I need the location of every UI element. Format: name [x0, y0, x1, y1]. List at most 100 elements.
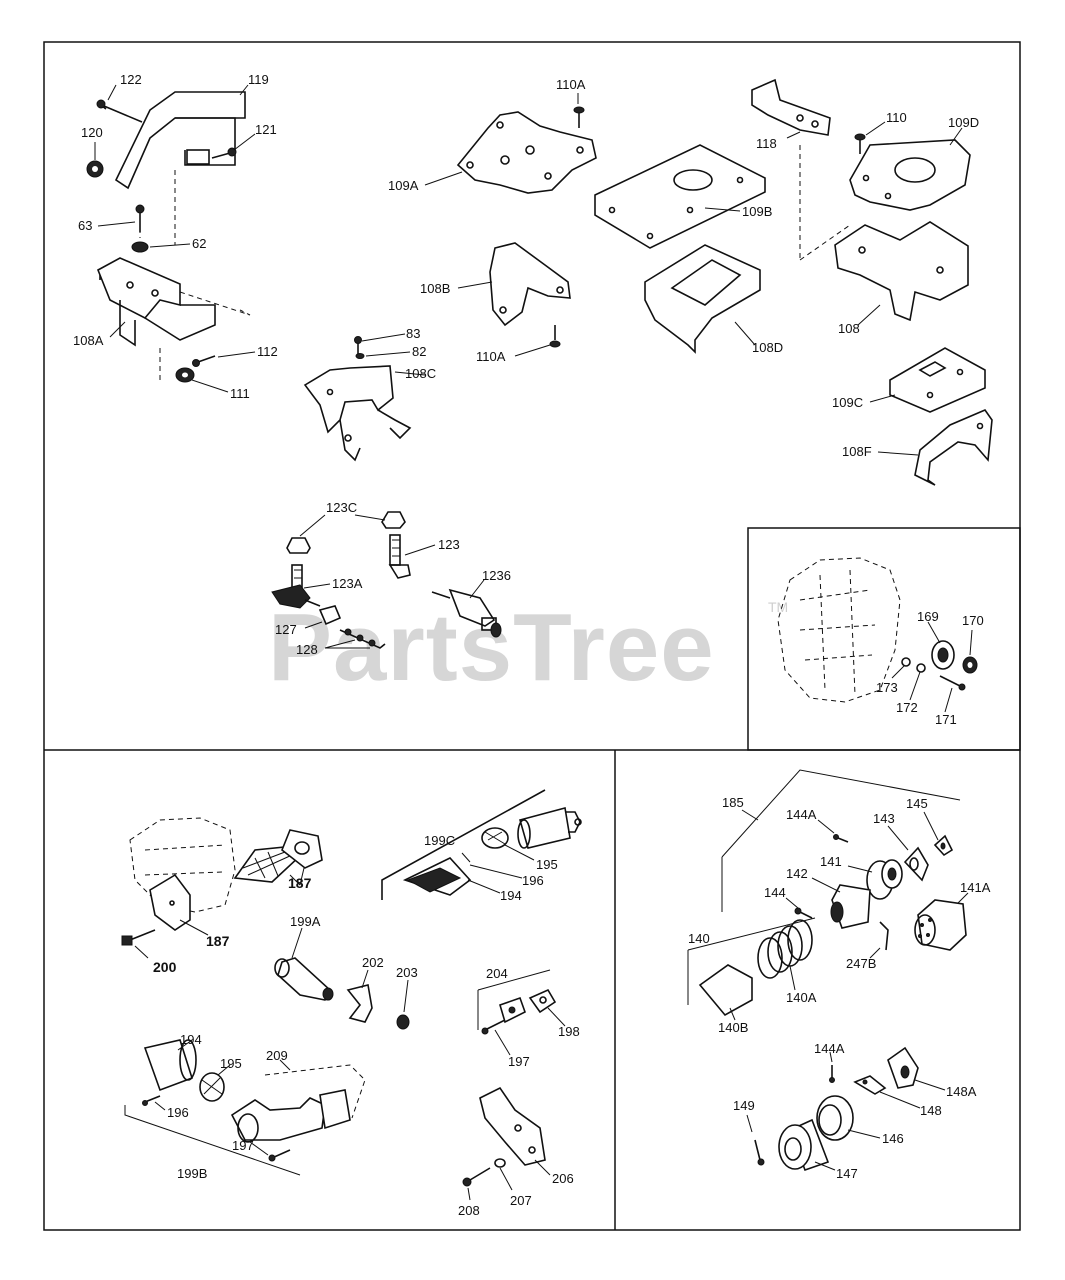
part-143-gasket: [903, 846, 929, 882]
label-196-bottom: 196: [167, 1105, 189, 1120]
part-121-screw: [211, 147, 237, 159]
label-172: 172: [896, 700, 918, 715]
label-173: 173: [876, 680, 898, 695]
label-195-bottom: 195: [220, 1056, 242, 1071]
part-198-gasket: [528, 988, 557, 1014]
part-195-screen-top: [481, 827, 509, 849]
part-194-muffler-bottom: [143, 1039, 197, 1092]
label-110A-mid: 110A: [476, 349, 506, 364]
label-146: 146: [882, 1131, 904, 1146]
part-187-screen: [233, 829, 323, 883]
part-149-screw: [754, 1139, 765, 1166]
part-197-bolt-bottom: [268, 1149, 291, 1162]
label-144A-top: 144A: [786, 807, 817, 822]
part-247B-clip: [879, 921, 889, 951]
label-108D: 108D: [752, 340, 783, 355]
part-144A-screw-bottom: [829, 1065, 835, 1083]
label-108: 108: [838, 321, 860, 336]
label-147: 147: [836, 1166, 858, 1181]
label-196-top: 196: [522, 873, 544, 888]
part-208-bolt: [462, 1167, 491, 1187]
label-149: 149: [733, 1098, 755, 1113]
part-108A-bracket: [96, 257, 251, 347]
label-169: 169: [917, 609, 939, 624]
label-140B: 140B: [718, 1020, 748, 1035]
watermark-trademark: TM: [768, 599, 788, 615]
label-198: 198: [558, 1024, 580, 1039]
part-muffler-housing: [129, 817, 236, 913]
part-144A-screw-top: [833, 834, 849, 843]
part-108F-bracket: [914, 409, 993, 486]
part-141A-element: [914, 899, 967, 951]
label-203: 203: [396, 965, 418, 980]
label-207: 207: [510, 1193, 532, 1208]
label-108F: 108F: [842, 444, 872, 459]
part-204-flange: [499, 996, 526, 1024]
label-170: 170: [962, 613, 984, 628]
label-148: 148: [920, 1103, 942, 1118]
label-128: 128: [296, 642, 318, 657]
label-108C: 108C: [405, 366, 436, 381]
part-120-nut: [86, 160, 104, 178]
part-108C-bracket: [303, 365, 412, 462]
part-145-gasket: [933, 834, 954, 857]
part-207-washer: [494, 1158, 506, 1168]
label-200: 200: [153, 959, 177, 975]
part-169-pulley: [931, 640, 955, 670]
part-109D-plate: [849, 139, 971, 211]
part-203-nut: [396, 1014, 410, 1030]
part-173-washer: [901, 657, 911, 667]
label-187-bottom: 187: [206, 933, 230, 949]
part-141-element: [866, 859, 903, 900]
part-170-nut: [962, 656, 978, 674]
label-110: 110: [886, 110, 907, 125]
label-108A: 108A: [73, 333, 104, 348]
label-143: 143: [873, 811, 895, 826]
part-63-bolt: [135, 204, 145, 232]
label-197-right: 197: [508, 1054, 530, 1069]
label-209: 209: [266, 1048, 288, 1063]
label-127: 127: [275, 622, 297, 637]
inset-box-169: [747, 527, 1021, 751]
label-109A: 109A: [388, 178, 419, 193]
label-144: 144: [764, 885, 786, 900]
label-187-top: 187: [288, 875, 312, 891]
part-123-fitting: [388, 534, 411, 579]
label-118: 118: [756, 136, 777, 151]
label-109B: 109B: [742, 204, 772, 219]
part-123C-cap-left: [286, 537, 311, 554]
label-199C: 199C: [424, 833, 455, 848]
part-128-cable-end: [339, 628, 386, 649]
label-142: 142: [786, 866, 808, 881]
part-112-screw: [192, 355, 216, 367]
part-194-muffler-top: [517, 807, 582, 849]
label-171: 171: [935, 712, 957, 727]
label-141A: 141A: [960, 880, 991, 895]
part-147-wrapper: [778, 1118, 830, 1172]
part-197-bolt-right: [481, 1019, 506, 1035]
part-110A-bolt-top: [573, 106, 585, 128]
label-204: 204: [486, 966, 508, 981]
part-172-washer: [916, 663, 926, 673]
label-123: 123: [438, 537, 460, 552]
part-209-pipe: [230, 1064, 366, 1143]
part-199C-spark-arrestor: [381, 789, 546, 900]
part-140B-base: [698, 964, 753, 1017]
part-148A-plate: [887, 1046, 919, 1089]
label-82: 82: [412, 344, 426, 359]
label-1236: 1236: [482, 568, 511, 583]
part-62-washer: [131, 241, 149, 253]
label-112: 112: [257, 344, 278, 359]
label-199A: 199A: [290, 914, 321, 929]
part-108-bracket: [834, 221, 969, 322]
label-83: 83: [406, 326, 420, 341]
part-119-bracket: [114, 91, 246, 190]
label-123A: 123A: [332, 576, 363, 591]
part-82-washer: [355, 353, 365, 359]
label-194-bottom: 194: [180, 1032, 202, 1047]
label-63: 63: [78, 218, 92, 233]
label-140A: 140A: [786, 990, 817, 1005]
label-208: 208: [458, 1203, 480, 1218]
label-108B: 108B: [420, 281, 450, 296]
